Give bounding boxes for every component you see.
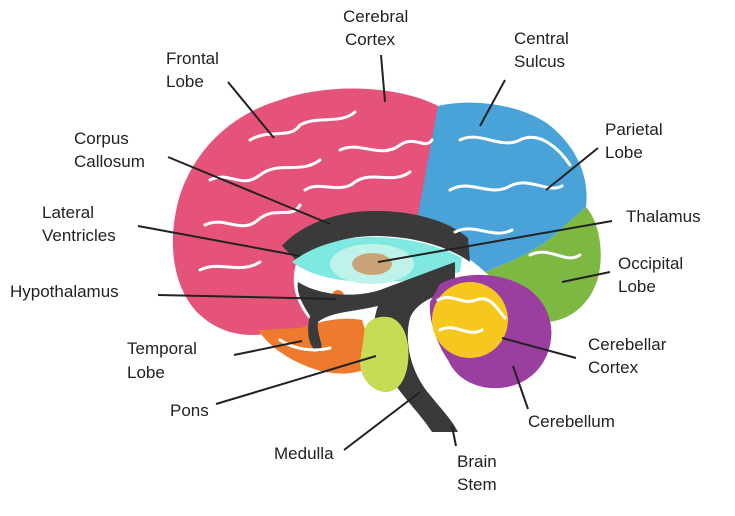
label-occipital-lobe: Occipital Lobe xyxy=(618,254,688,296)
occipital-lobe-region xyxy=(485,207,601,322)
leader-lines xyxy=(137,54,613,451)
label-cerebral-cortex: Cerebral Cortex xyxy=(343,7,413,49)
label-parietal-lobe: Parietal Lobe xyxy=(605,120,667,162)
label-frontal-lobe: Frontal Lobe xyxy=(166,49,224,91)
label-pons: Pons xyxy=(170,401,209,420)
label-brain-stem: Brain Stem xyxy=(457,452,501,494)
label-central-sulcus: Central Sulcus xyxy=(514,29,574,71)
label-medulla: Medulla xyxy=(274,444,334,463)
label-corpus-callosum: Corpus Callosum xyxy=(74,129,145,171)
label-temporal-lobe: Temporal Lobe xyxy=(127,339,202,382)
label-thalamus: Thalamus xyxy=(626,207,701,226)
label-lateral-ventricles: Lateral Ventricles xyxy=(42,203,116,245)
label-cerebellum: Cerebellum xyxy=(528,412,615,431)
label-cerebellar-cortex: Cerebellar Cortex xyxy=(588,335,671,377)
thalamus-region xyxy=(352,253,392,275)
cerebellar-cortex-region xyxy=(432,282,508,358)
label-hypothalamus: Hypothalamus xyxy=(10,282,119,301)
pons-region xyxy=(360,316,409,392)
